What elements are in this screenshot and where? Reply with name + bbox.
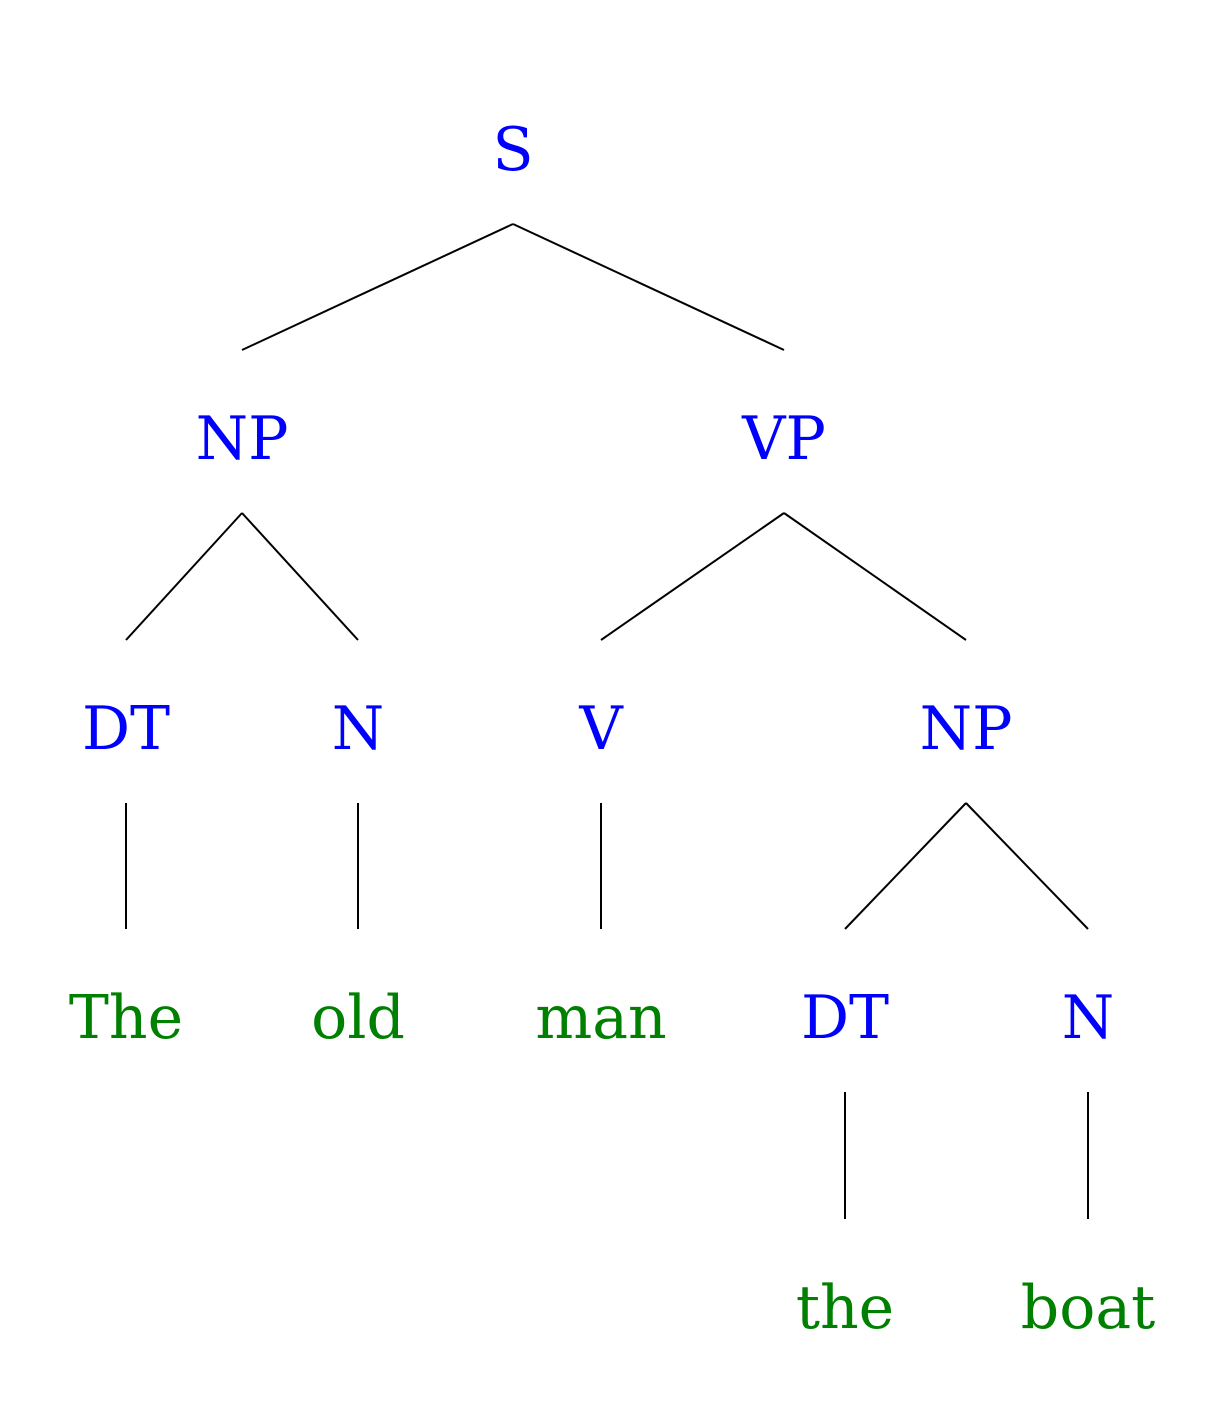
word-boat: boat [1021,1273,1155,1343]
word-the: the [796,1273,894,1343]
tree-edge [783,512,967,641]
node-dt-subject: DT [82,694,170,764]
tree-edge [965,802,1089,930]
node-np-subject: NP [196,404,289,474]
tree-edge [241,512,359,641]
tree-edge [600,512,785,641]
node-v: V [578,694,624,764]
node-vp: VP [741,404,826,474]
node-dt-object: DT [801,983,889,1053]
node-n-subject: N [332,694,385,764]
tree-edge [125,512,243,641]
node-n-object: N [1062,983,1115,1053]
tree-edges [125,223,1089,1219]
tree-edge [241,223,514,351]
tree-edge [844,802,967,930]
word-man: man [535,983,666,1053]
word-the-capital: The [69,983,183,1053]
tree-edge [512,223,785,351]
node-s: S [492,115,533,185]
node-np-object: NP [920,694,1013,764]
tree-labels: S NP VP DT N V NP The old man DT N the b… [69,115,1155,1343]
word-old: old [311,983,405,1053]
